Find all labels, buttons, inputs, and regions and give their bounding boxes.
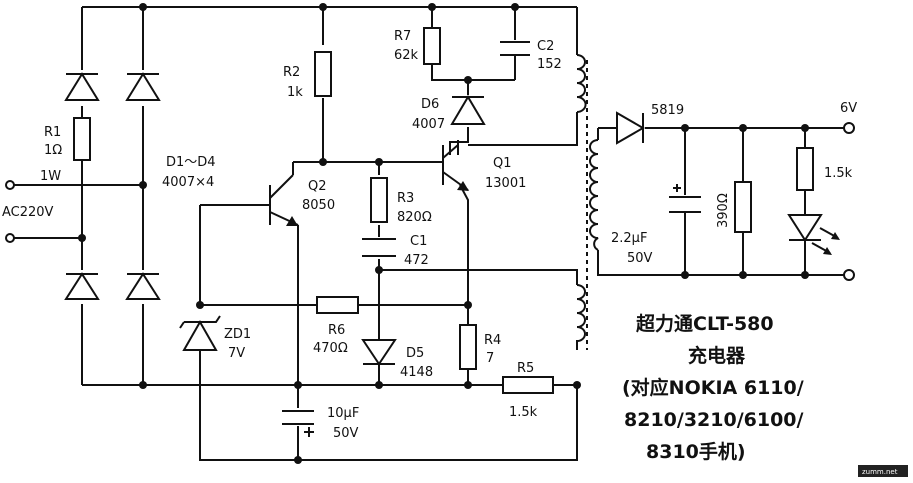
label-c4-value: 2.2μF bbox=[611, 231, 647, 246]
label-c4-voltage: 50V bbox=[627, 251, 653, 266]
diode-5819 bbox=[616, 111, 646, 145]
label-d5-value: 4148 bbox=[400, 365, 433, 380]
label-r1-name: R1 bbox=[44, 125, 61, 140]
diode-d3 bbox=[64, 270, 100, 304]
transformer bbox=[576, 54, 599, 350]
label-r-load-value: 390Ω bbox=[716, 193, 731, 228]
watermark: zumm.net bbox=[858, 465, 908, 477]
label-r6-value: 470Ω bbox=[313, 341, 348, 356]
diode-d1 bbox=[64, 70, 100, 106]
caption-line-1: 超力通CLT-580 bbox=[635, 312, 774, 335]
component-labels: R1 1Ω 1W AC220V D1～D4 4007×4 R2 1k Q2 80… bbox=[2, 29, 857, 441]
label-r5-name: R5 bbox=[517, 361, 534, 376]
zener-zd1 bbox=[179, 315, 221, 351]
led bbox=[787, 214, 840, 255]
transformer-winding-primary bbox=[576, 284, 586, 342]
transistor-q2 bbox=[269, 174, 299, 226]
label-c1-value: 472 bbox=[404, 253, 429, 268]
resistor-390 bbox=[734, 181, 752, 233]
caption-line-2: 充电器 bbox=[688, 344, 746, 367]
label-r1-value: 1Ω bbox=[44, 143, 62, 158]
resistor-r2 bbox=[314, 51, 332, 97]
watermark-text: zumm.net bbox=[862, 468, 898, 476]
resistor-r4 bbox=[459, 324, 477, 370]
terminals bbox=[5, 122, 855, 281]
output-terminal-positive bbox=[843, 122, 855, 134]
transistors bbox=[269, 144, 469, 226]
label-d1d4-value: 4007×4 bbox=[162, 175, 214, 190]
label-ac-input: AC220V bbox=[2, 205, 54, 220]
diode-d4 bbox=[125, 270, 161, 304]
caption: 超力通CLT-580 充电器 (对应NOKIA 6110/ 8210/3210/… bbox=[622, 312, 804, 463]
label-d1d4-name: D1～D4 bbox=[166, 155, 216, 170]
label-r3-value: 820Ω bbox=[397, 210, 432, 225]
transformer-winding-secondary bbox=[589, 139, 599, 251]
label-c2-name: C2 bbox=[537, 39, 554, 54]
label-v-out: 6V bbox=[840, 101, 857, 116]
capacitor-c1 bbox=[362, 238, 396, 257]
label-r2-name: R2 bbox=[283, 65, 300, 80]
capacitors bbox=[282, 41, 702, 437]
diode-d5 bbox=[361, 339, 397, 366]
diode-d6 bbox=[450, 95, 486, 125]
label-r3-name: R3 bbox=[397, 191, 414, 206]
junction-dots bbox=[78, 3, 809, 464]
label-r7-value: 62k bbox=[394, 48, 419, 63]
ac-terminal-top bbox=[5, 180, 15, 190]
label-c3-value: 10μF bbox=[327, 406, 359, 421]
other-diodes bbox=[179, 95, 840, 366]
label-r6-name: R6 bbox=[328, 323, 345, 338]
label-r5-value: 1.5k bbox=[509, 405, 538, 420]
label-d-out-value: 5819 bbox=[651, 103, 684, 118]
resistor-r5 bbox=[502, 376, 554, 394]
output-terminal-negative bbox=[843, 269, 855, 281]
ac-terminal-bottom bbox=[5, 233, 15, 243]
label-c3-voltage: 50V bbox=[333, 426, 359, 441]
label-d6-name: D6 bbox=[421, 97, 439, 112]
label-r-led-value: 1.5k bbox=[824, 166, 853, 181]
label-q1-name: Q1 bbox=[493, 156, 512, 171]
label-c2-value: 152 bbox=[537, 57, 562, 72]
capacitor-2-2uf bbox=[668, 184, 702, 213]
label-r7-name: R7 bbox=[394, 29, 411, 44]
label-r1-power: 1W bbox=[40, 169, 61, 184]
resistor-r6 bbox=[316, 296, 359, 314]
label-zd1-name: ZD1 bbox=[224, 327, 251, 342]
label-q2-name: Q2 bbox=[308, 179, 327, 194]
caption-line-3: (对应NOKIA 6110/ bbox=[622, 376, 804, 399]
label-zd1-value: 7V bbox=[228, 346, 245, 361]
label-c1-name: C1 bbox=[410, 234, 427, 249]
resistor-r3 bbox=[370, 177, 388, 223]
capacitor-c2 bbox=[500, 41, 530, 56]
transformer-winding-feedback bbox=[576, 54, 587, 113]
resistor-r1 bbox=[73, 117, 91, 161]
label-r4-value: 7 bbox=[486, 351, 494, 366]
bridge-diodes bbox=[64, 70, 161, 304]
transistor-q1 bbox=[442, 144, 469, 191]
label-r2-value: 1k bbox=[287, 85, 303, 100]
label-q1-value: 13001 bbox=[485, 176, 526, 191]
resistor-led bbox=[796, 147, 814, 191]
caption-line-5: 8310手机) bbox=[646, 440, 746, 463]
label-d5-name: D5 bbox=[406, 346, 424, 361]
label-d6-value: 4007 bbox=[412, 117, 445, 132]
resistor-r7 bbox=[423, 27, 441, 65]
label-q2-value: 8050 bbox=[302, 198, 335, 213]
capacitor-10uf bbox=[282, 408, 314, 437]
resistors bbox=[73, 27, 814, 394]
label-r4-name: R4 bbox=[484, 333, 501, 348]
caption-line-4: 8210/3210/6100/ bbox=[624, 409, 804, 431]
diode-d2 bbox=[125, 70, 161, 106]
